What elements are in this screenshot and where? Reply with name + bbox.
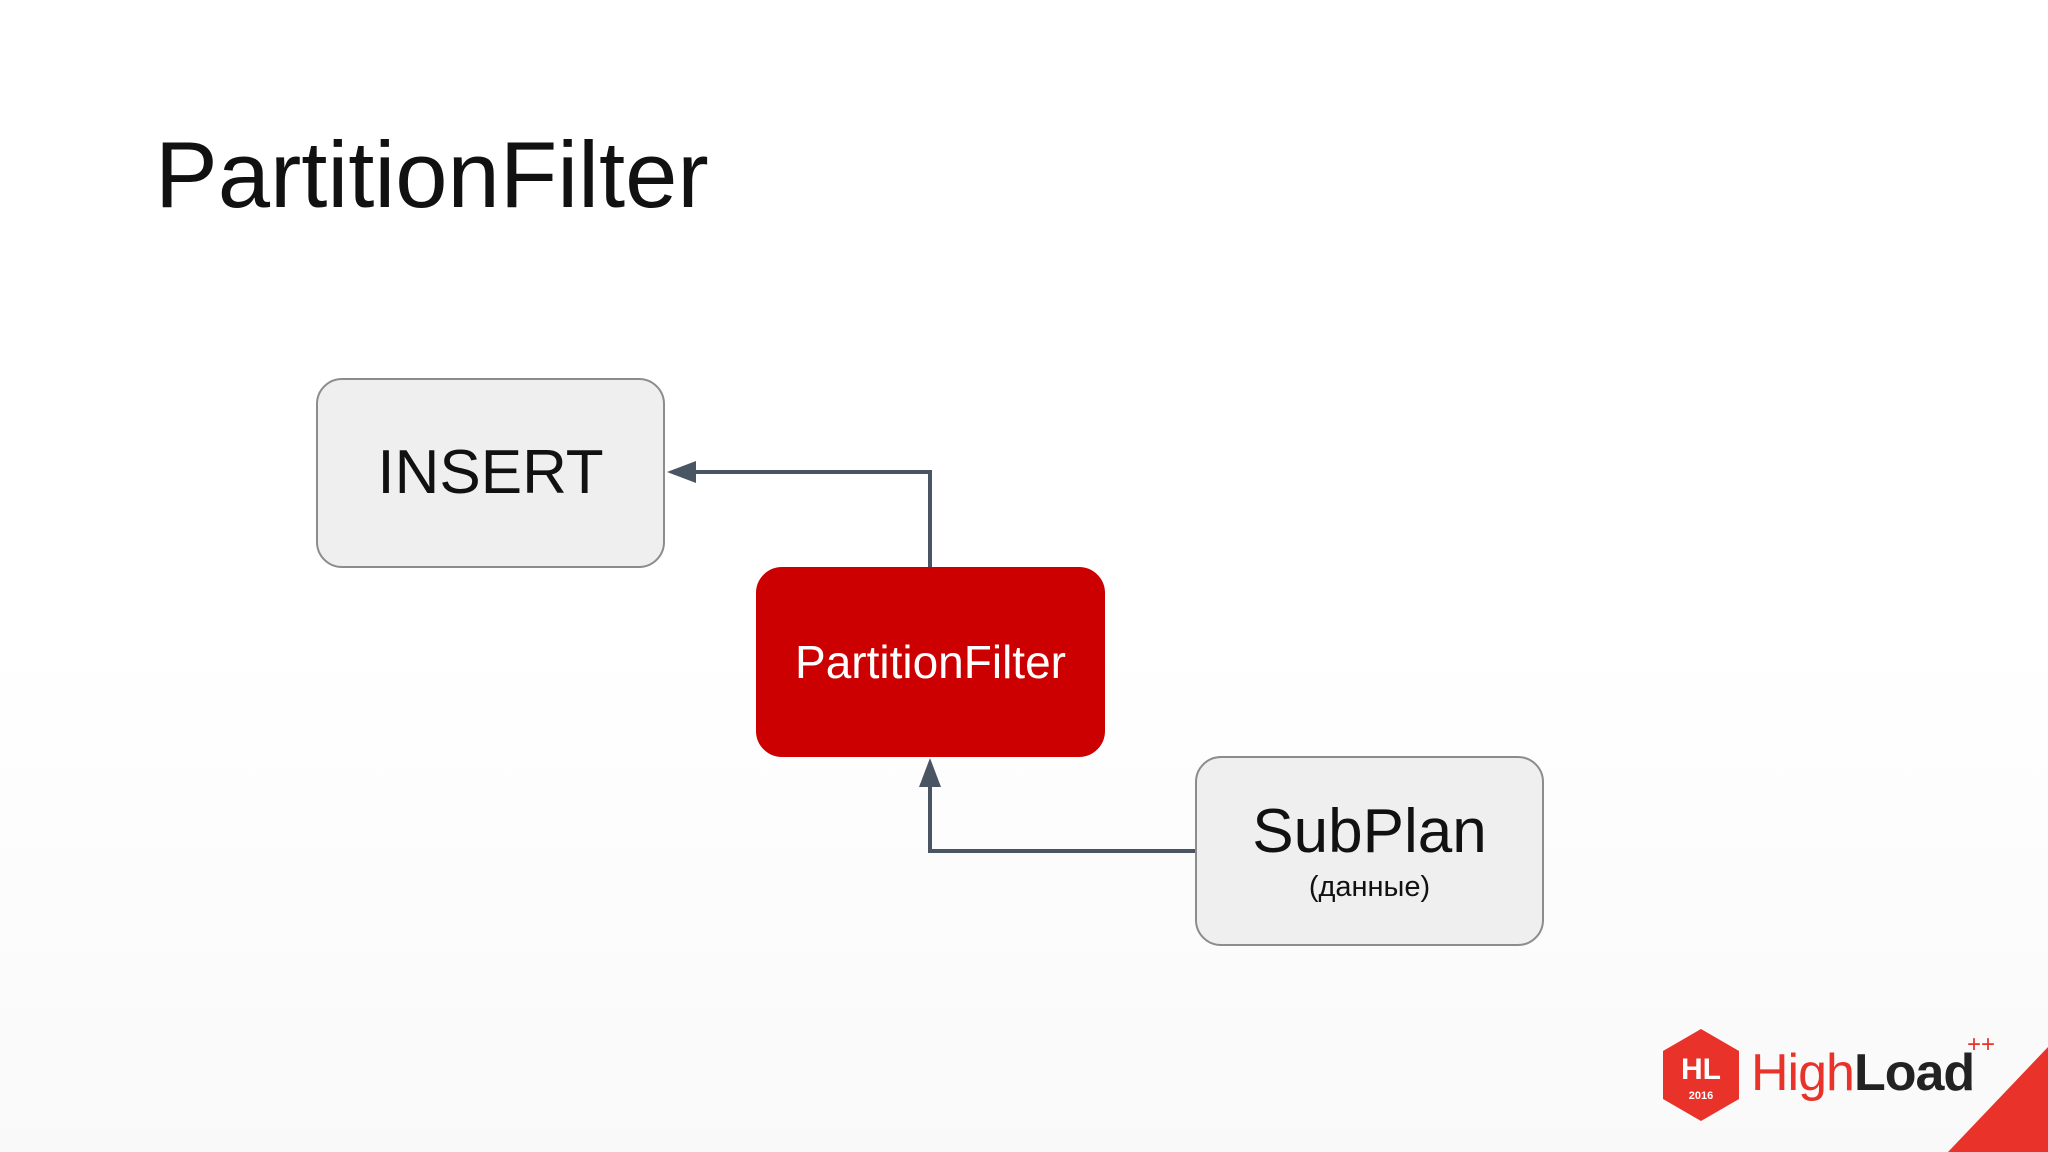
arrowhead-partitionfilter	[919, 758, 941, 787]
arrowhead-insert	[667, 461, 696, 483]
node-subplan: SubPlan (данные)	[1195, 756, 1544, 946]
edge-subplan-to-partitionfilter	[928, 782, 1195, 853]
node-insert: INSERT	[316, 378, 665, 568]
logo-wordmark: HighLoad	[1751, 1044, 1975, 1102]
edge-partitionfilter-to-insert	[692, 470, 932, 567]
logo-word-high: High	[1751, 1044, 1855, 1102]
node-partition-filter: PartitionFilter	[756, 567, 1105, 757]
hl-badge-text: HL	[1681, 1053, 1721, 1086]
hl-badge-year: 2016	[1689, 1090, 1713, 1102]
node-insert-label: INSERT	[377, 437, 604, 507]
corner-accent-triangle	[1948, 1047, 2048, 1152]
node-partition-filter-label: PartitionFilter	[795, 635, 1066, 688]
node-subplan-label: SubPlan	[1252, 796, 1487, 866]
logo-superscript: ++	[1967, 1031, 1996, 1058]
slide-title: PartitionFilter	[155, 122, 709, 227]
highload-logo: HL 2016 HighLoad ++	[1655, 1025, 2015, 1125]
node-subplan-sublabel: (данные)	[1308, 870, 1431, 903]
hl-badge-icon: HL 2016	[1663, 1029, 1739, 1121]
logo-word-load: Load	[1853, 1044, 1975, 1102]
